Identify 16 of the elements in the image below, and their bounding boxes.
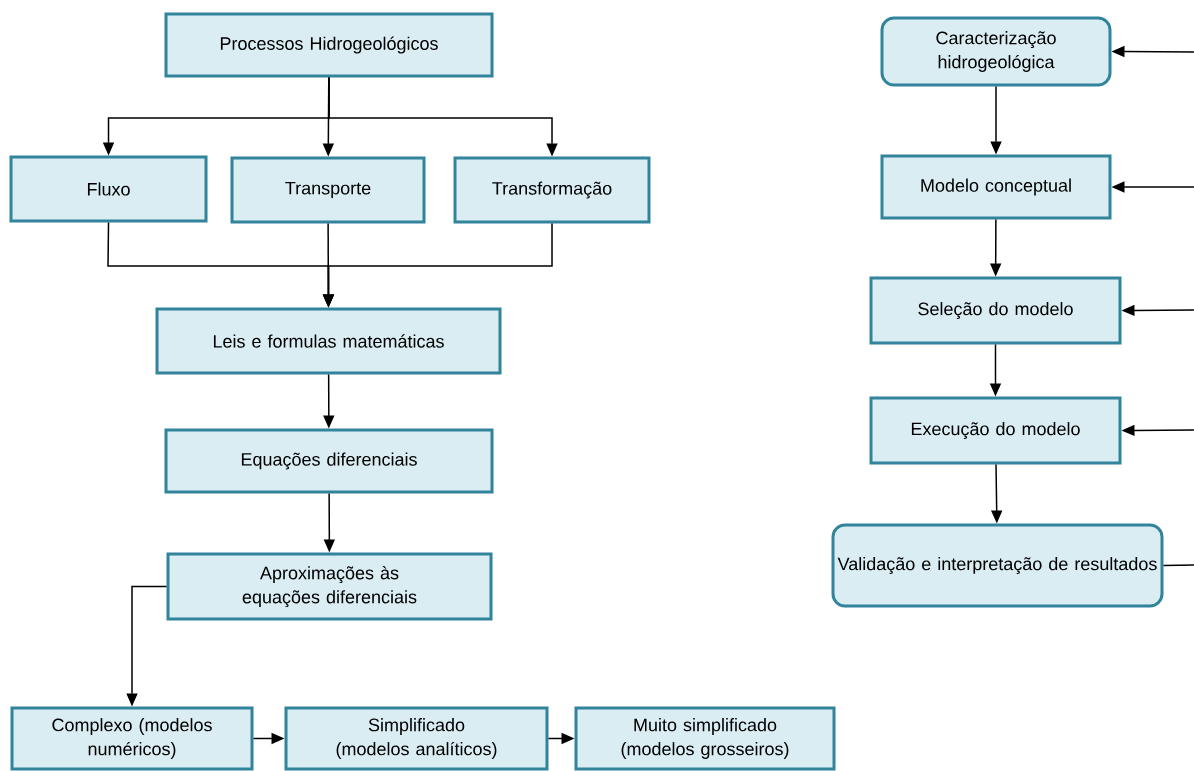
process-box: Caracterização hidrogeológica [880, 16, 1112, 87]
process-box: Fluxo [9, 155, 208, 223]
process-box: Muito simplificado (modelos grosseiros) [574, 706, 836, 771]
process-box: Leis e formulas matemáticas [155, 307, 502, 375]
process-box: Equações diferenciais [164, 428, 494, 494]
connector-line [1162, 564, 1194, 567]
process-box: Validação e interpretação de resultados [831, 523, 1164, 608]
process-box: Aproximações às equações diferenciais [166, 552, 493, 621]
process-box: Modelo conceptual [880, 154, 1112, 220]
process-box: Complexo (modelos numéricos) [10, 706, 254, 771]
process-box: Execução do modelo [869, 396, 1122, 465]
process-box: Seleção do modelo [869, 276, 1122, 345]
process-box: Transformação [453, 156, 651, 224]
process-box: Transporte [230, 156, 426, 224]
process-box: Processos Hidrogeológicos [164, 12, 494, 78]
process-box: Simplificado (modelos analíticos) [284, 706, 549, 771]
